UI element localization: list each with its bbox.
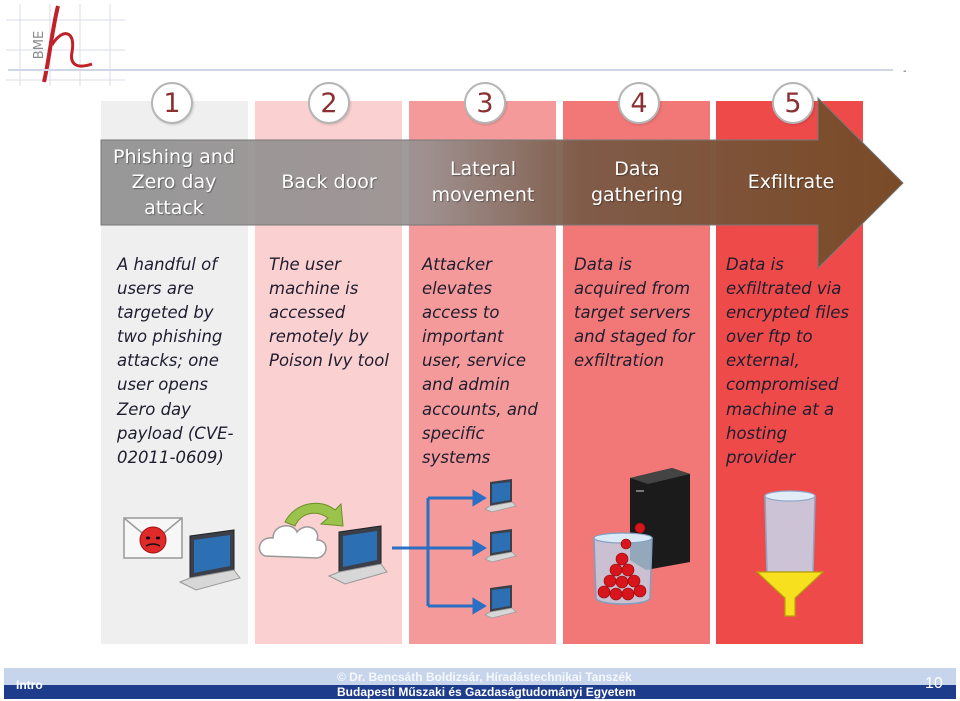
description-line: payload (CVE- <box>117 423 234 443</box>
description-line: systems <box>422 447 491 467</box>
description-line: compromised <box>726 375 839 395</box>
description-line: Data is <box>726 255 784 274</box>
description-line: Data is <box>574 255 632 274</box>
footer-band-dark <box>4 685 956 699</box>
description-line: accounts, and <box>422 399 538 419</box>
description-line: targeted by <box>117 303 214 323</box>
description-line: over ftp to <box>726 327 813 347</box>
stage-description-3: Attacker elevates access to important us… <box>422 253 562 470</box>
description-line: machine is <box>269 279 359 299</box>
stage-title-line: Zero day <box>131 171 217 194</box>
laptop-icon <box>484 585 517 619</box>
step-number-4: 4 <box>618 82 660 124</box>
stage-title-line: Exfiltrate <box>747 171 835 194</box>
funnel-icon <box>755 490 825 617</box>
header-rule <box>8 69 893 71</box>
cloud-icon <box>258 525 327 559</box>
description-line: access to <box>422 303 500 323</box>
description-line: two phishing <box>117 327 223 347</box>
description-line: Attacker <box>422 255 492 274</box>
lateral-movement-illustration <box>392 479 517 619</box>
stage-title-5: Exfiltrate <box>716 140 866 226</box>
footer-university: Budapesti Műszaki és Gazdaságtudományi E… <box>337 685 636 699</box>
stage-title-2: Back door <box>254 140 404 226</box>
description-line: users are <box>117 279 194 299</box>
backdoor-illustration <box>258 502 388 585</box>
description-line: acquired from <box>574 279 691 299</box>
description-line: accessed <box>269 303 346 323</box>
laptop-icon <box>484 529 517 563</box>
footer-band-light <box>4 668 956 685</box>
page-number: 10 <box>925 675 943 692</box>
description-line: user opens <box>117 375 209 395</box>
stage-title-line: Data <box>614 158 660 181</box>
description-line: elevates <box>422 279 492 299</box>
data-balls-icon <box>597 522 647 601</box>
stage-title-3: Lateral movement <box>408 140 558 226</box>
laptop-icon <box>178 529 241 591</box>
description-line: and admin <box>422 375 510 395</box>
header-dash: - <box>903 66 907 77</box>
description-line: Poison Ivy tool <box>269 351 389 371</box>
description-line: encrypted files <box>726 303 850 323</box>
description-line: and staged for <box>574 327 695 347</box>
footer-copyright: © Dr. Bencsáth Boldizsár, Híradástechnik… <box>337 670 632 684</box>
description-line: attacks; one <box>117 351 219 371</box>
description-line: exfiltration <box>574 351 665 371</box>
laptop-icon <box>484 479 517 513</box>
stage-title-line: movement <box>431 184 535 206</box>
stage-title-1: Phishing and Zero day attack <box>99 140 249 226</box>
stage-description-1: A handful of users are targeted by two p… <box>117 253 257 470</box>
stage-description-4: Data is acquired from target servers and… <box>574 253 714 373</box>
description-line: Zero day <box>117 399 191 419</box>
data-gathering-illustration <box>593 468 690 605</box>
description-line: remotely by <box>269 327 369 347</box>
description-line: hosting <box>726 423 788 443</box>
step-number-3: 3 <box>464 82 506 124</box>
step-number-5: 5 <box>772 82 814 124</box>
stage-title-line: Phishing and <box>113 145 235 168</box>
malicious-face-icon <box>139 526 167 554</box>
step-number-2: 2 <box>308 82 350 124</box>
description-line: exfiltrated via <box>726 279 842 299</box>
description-line: A handful of <box>117 255 218 274</box>
laptop-icon <box>327 525 388 585</box>
network-arrows-icon <box>392 489 487 615</box>
stage-title-line: attack <box>144 196 204 219</box>
stage-title-4: Data gathering <box>562 140 712 226</box>
description-line: target servers <box>574 303 691 323</box>
description-line: The user <box>269 255 341 274</box>
stage-description-5: Data is exfiltrated via encrypted files … <box>726 253 866 470</box>
description-line: external, <box>726 351 800 371</box>
stage-title-line: Back door <box>281 171 377 194</box>
exfiltrate-illustration <box>755 490 825 617</box>
description-line: 02011-0609) <box>117 447 224 467</box>
stage-title-line: gathering <box>590 184 684 206</box>
phishing-illustration <box>123 517 241 591</box>
stage-title-line: Lateral <box>449 158 517 181</box>
description-line: machine at a <box>726 399 835 419</box>
step-number-1: 1 <box>151 82 193 124</box>
curved-arrow-icon <box>284 502 344 527</box>
description-line: provider <box>726 447 796 467</box>
stage-description-2: The user machine is accessed remotely by… <box>269 253 409 373</box>
description-line: important <box>422 327 504 347</box>
description-line: user, service <box>422 351 527 371</box>
logo-text: BME <box>32 31 47 59</box>
footer-section-label: Intro <box>16 678 43 692</box>
bme-logo: BME <box>6 4 125 86</box>
description-line: specific <box>422 423 485 443</box>
